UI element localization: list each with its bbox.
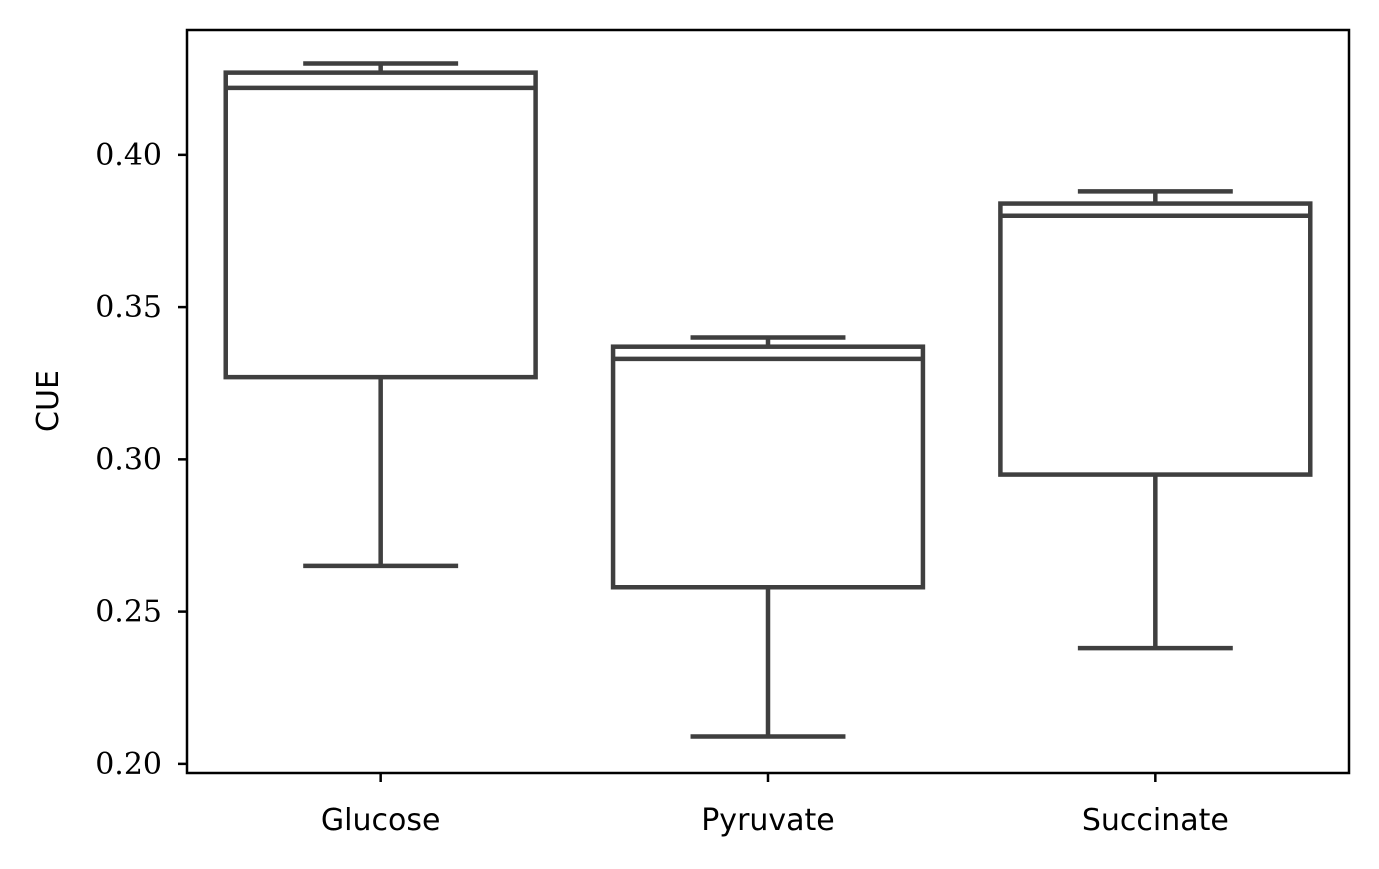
box-body: [610, 344, 926, 590]
y-axis: 0.20 0.25 0.30 0.35 0.40: [95, 138, 187, 782]
x-tick-label: Succinate: [1082, 803, 1229, 838]
y-tick-label: 0.25: [95, 595, 162, 630]
box-glucose: [223, 61, 538, 569]
y-tick-label: 0.40: [95, 138, 162, 173]
y-axis-label: CUE: [31, 370, 66, 432]
plot-area: [223, 61, 1313, 739]
box-succinate: [998, 189, 1313, 651]
x-axis: Glucose Pyruvate Succinate: [321, 773, 1229, 838]
box-body: [223, 70, 538, 380]
box-pyruvate: [610, 335, 926, 739]
y-tick-label: 0.35: [95, 290, 162, 325]
x-tick-label: Pyruvate: [701, 803, 835, 838]
y-tick-label: 0.30: [95, 442, 162, 477]
x-tick-label: Glucose: [321, 803, 441, 838]
y-tick-label: 0.20: [95, 747, 162, 782]
box-body: [998, 201, 1313, 477]
